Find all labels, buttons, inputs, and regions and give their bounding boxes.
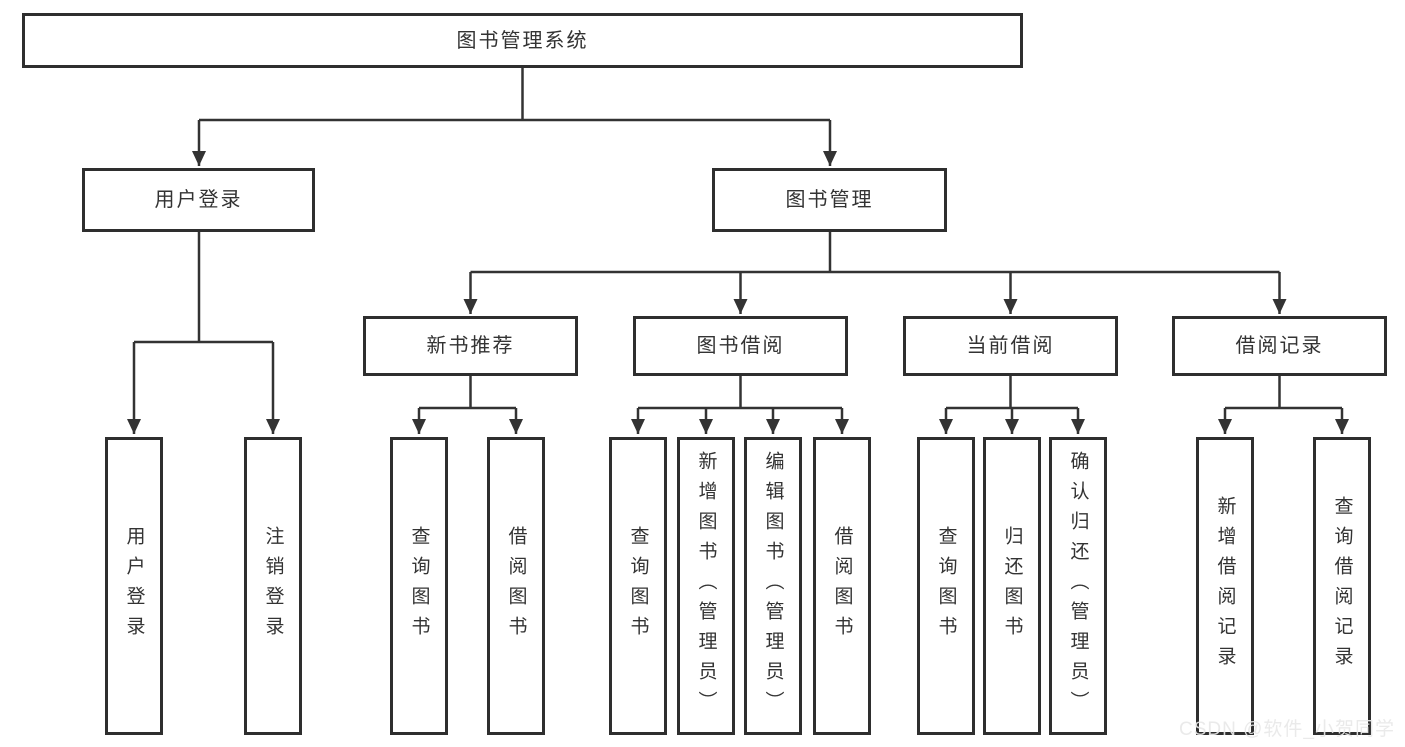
node-user-login: 用户登录	[82, 168, 315, 232]
node-borrow-query-books: 查询图书	[609, 437, 667, 735]
node-records-add-record: 新增借阅记录	[1196, 437, 1254, 735]
node-user-login-action: 用户登录	[105, 437, 163, 735]
node-book-borrow: 图书借阅	[633, 316, 848, 376]
node-library-management-system: 图书管理系统	[22, 13, 1023, 68]
node-book-management: 图书管理	[712, 168, 947, 232]
node-current-confirm-return-admin: 确认归还（管理员）	[1049, 437, 1107, 735]
connector-trunks	[134, 68, 1342, 410]
node-records-query-record: 查询借阅记录	[1313, 437, 1371, 735]
node-logout-action: 注销登录	[244, 437, 302, 735]
node-borrow-records: 借阅记录	[1172, 316, 1387, 376]
node-recommend-borrow-books: 借阅图书	[487, 437, 545, 735]
node-recommend-query-books: 查询图书	[390, 437, 448, 735]
node-borrow-borrow-books: 借阅图书	[813, 437, 871, 735]
csdn-watermark: CSDN @软件_小贺同学	[1179, 719, 1395, 740]
node-new-book-recommend: 新书推荐	[363, 316, 578, 376]
node-current-return-books: 归还图书	[983, 437, 1041, 735]
node-borrow-edit-books-admin: 编辑图书（管理员）	[744, 437, 802, 735]
node-current-borrow: 当前借阅	[903, 316, 1118, 376]
node-current-query-books: 查询图书	[917, 437, 975, 735]
node-borrow-add-books-admin: 新增图书（管理员）	[677, 437, 735, 735]
